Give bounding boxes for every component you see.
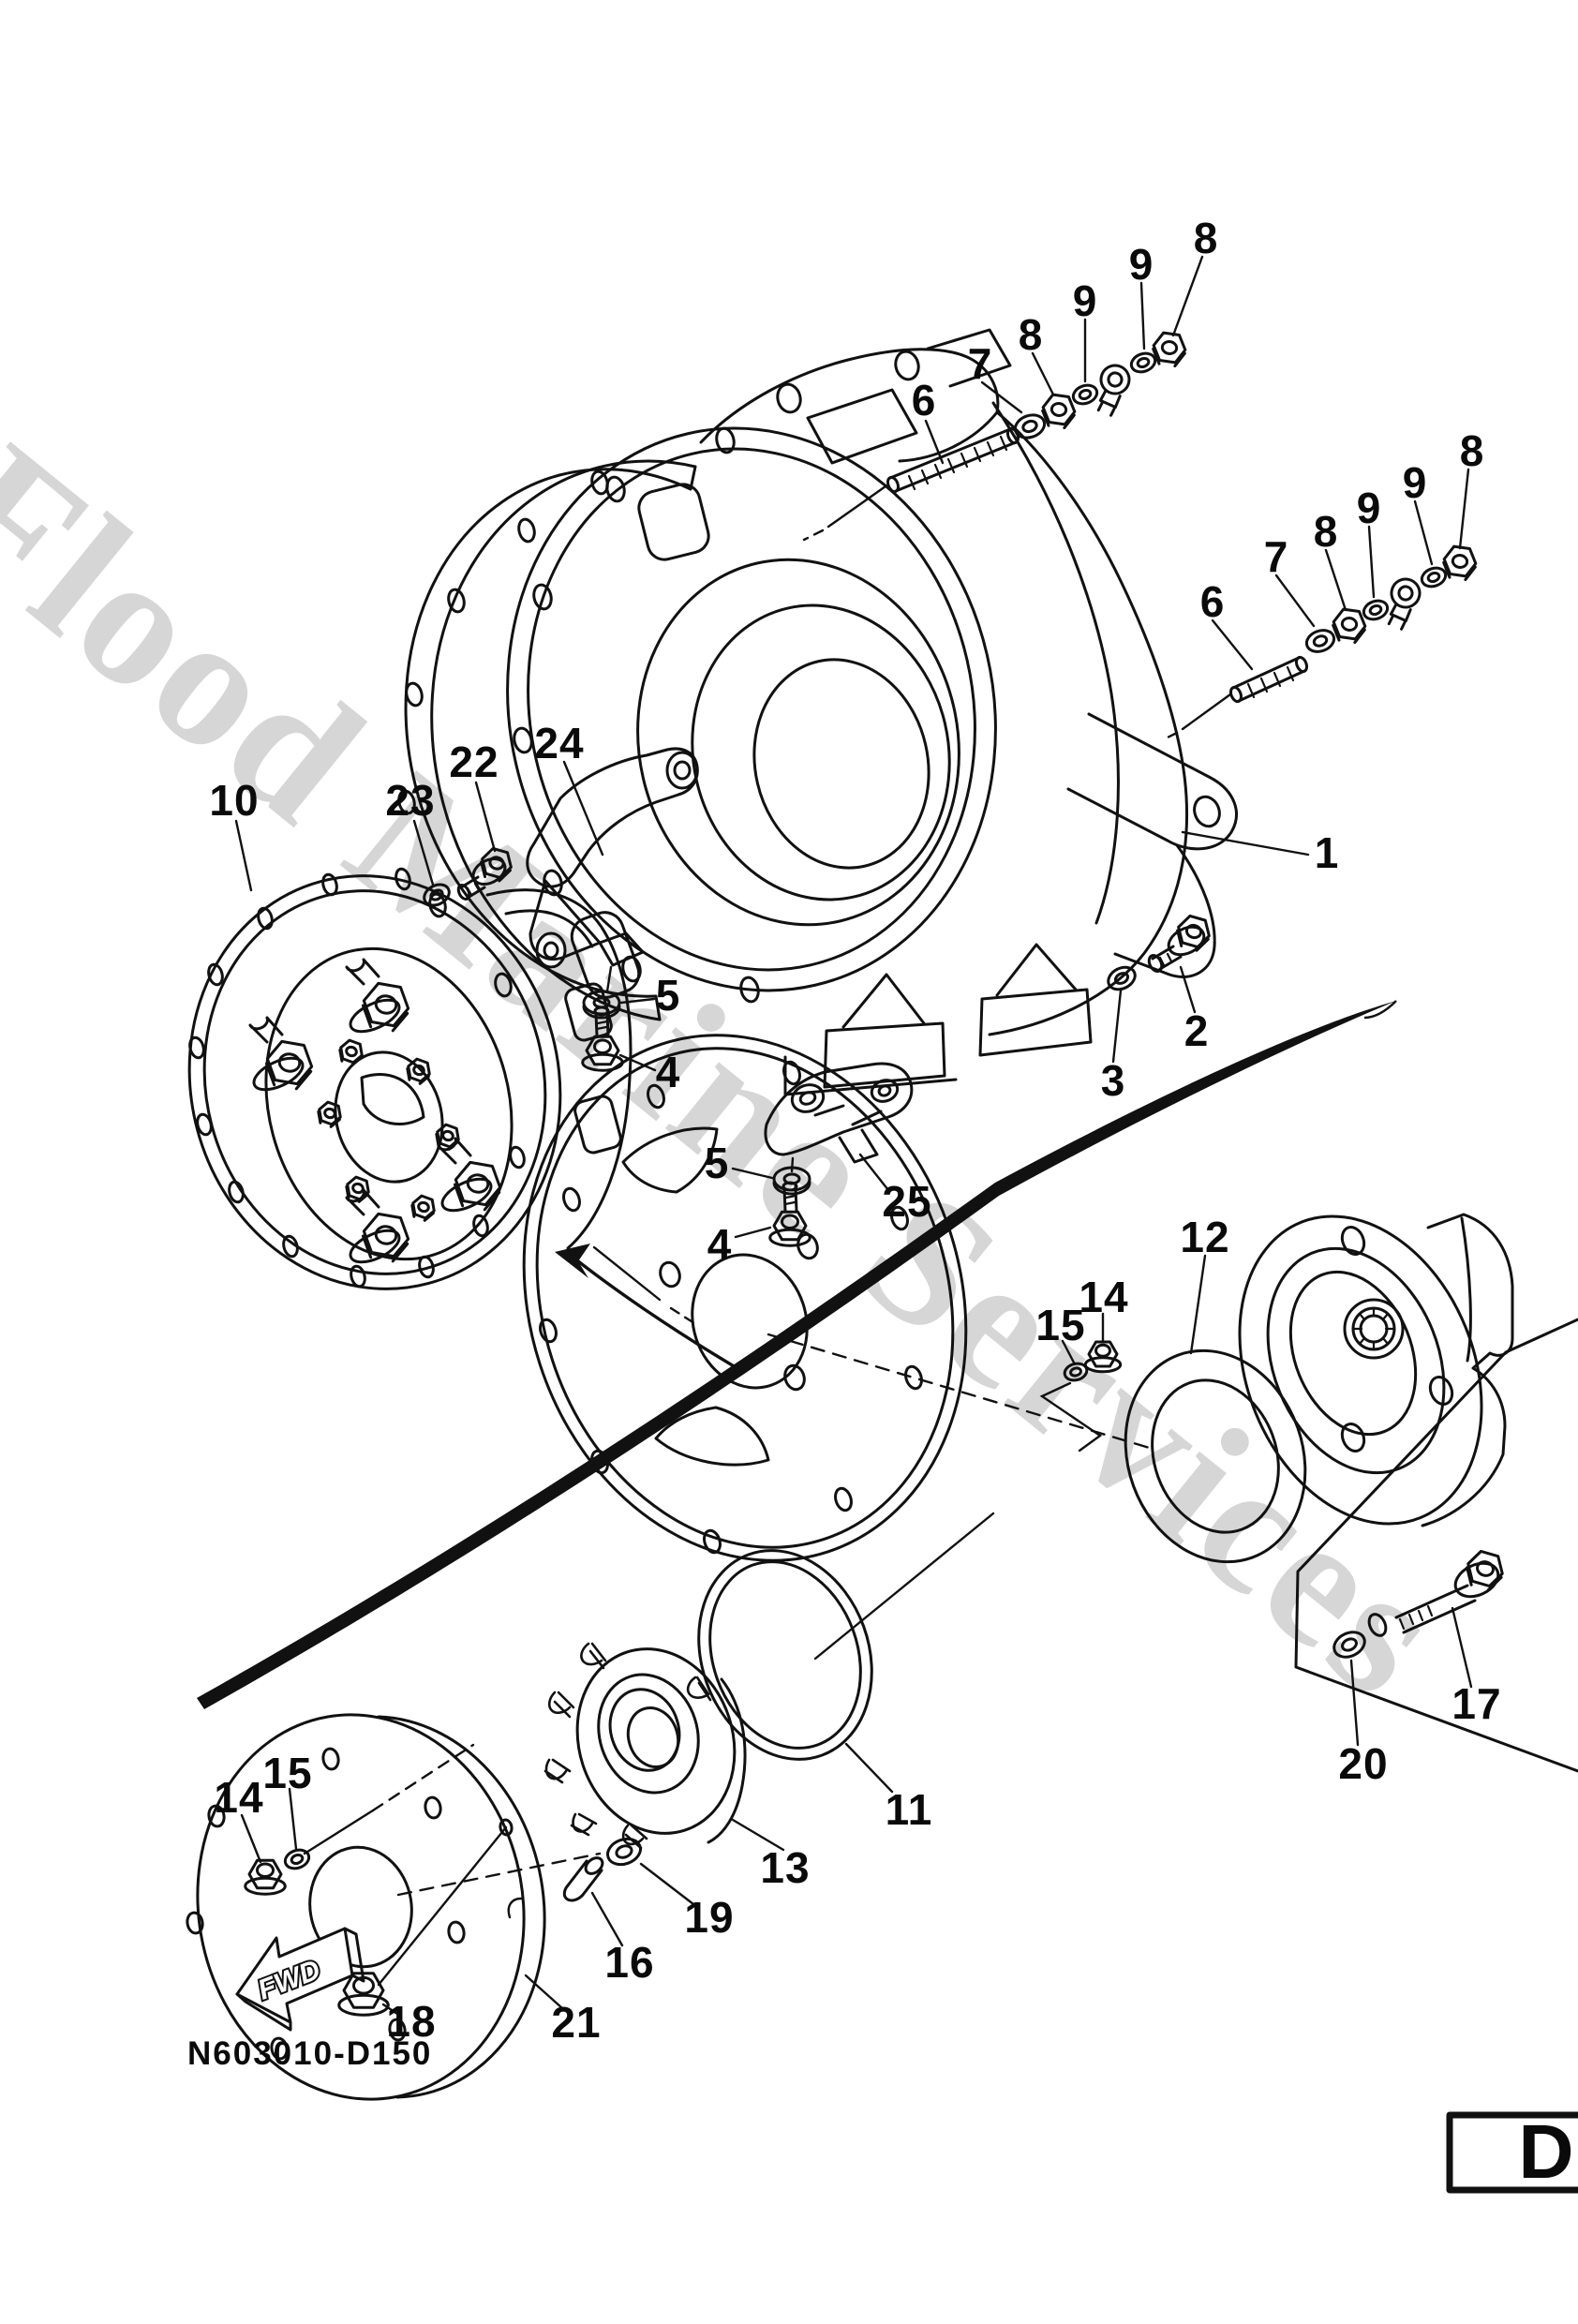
bolt22-washer23 [421,846,514,909]
o-ring-11 [697,1549,873,1761]
callout-10-19: 10 [209,776,260,825]
damper-housing [1238,1213,1514,1527]
bell-housing [506,328,1238,1096]
callout-7-14: 7 [1263,532,1289,581]
callout-9-16: 9 [1356,484,1382,532]
callout-20-36: 20 [1338,1739,1389,1788]
page-letter: D [1518,2109,1573,2195]
callout-1-0: 1 [1314,828,1340,877]
callout-17-35: 17 [1451,1679,1502,1728]
drawing-number: N603010-D150 [187,2035,433,2072]
callout-25-23: 25 [882,1177,932,1226]
callout-5-6: 5 [704,1139,730,1187]
stud-hardware-cluster-upper [886,332,1187,494]
end-plate-21 [186,1713,546,2101]
stud-hardware-cluster-right [1228,545,1478,704]
callout-7-8: 7 [967,339,993,388]
callout-4-3: 4 [655,1048,681,1096]
callout-9-17: 9 [1402,458,1428,507]
coupling-hub-13 [543,1642,747,1850]
callout-15-34: 15 [262,1749,313,1797]
callout-16-30: 16 [604,1938,655,1987]
callout-21-31: 21 [551,1998,602,2047]
callout-6-13: 6 [1199,577,1226,626]
shim-ring-12 [1124,1348,1307,1564]
callout-15-26: 15 [1035,1301,1086,1349]
callout-22-20: 22 [449,737,499,786]
callout-23-21: 23 [385,776,436,825]
callout-3-2: 3 [1100,1056,1126,1105]
callout-13-28: 13 [760,1843,811,1892]
bolt-2-washer-3 [1105,914,1213,993]
callout-14-33: 14 [214,1773,264,1822]
mount-bracket-24 [526,747,699,969]
assembly-direction-arrow [197,1000,1397,1709]
callout-11-27: 11 [885,1785,933,1834]
nut14-washer15-left [246,1847,312,1894]
callout-14-25: 14 [1079,1273,1129,1321]
callout-6-7: 6 [911,376,937,425]
page-letter-box [1446,2111,1578,2194]
washer5-bolt4-left [583,990,623,1070]
drive-coupling-disc [187,867,562,1331]
callout-5-4: 5 [655,971,681,1020]
fwd-arrow [235,1927,365,2032]
callout-4-5: 4 [707,1220,733,1269]
callout-18-32: 18 [386,1997,437,2046]
callout-12-24: 12 [1180,1213,1230,1261]
callout-8-18: 8 [1459,426,1485,475]
bolt17-washer20 [1330,1549,1506,1661]
callout-9-10: 9 [1072,276,1098,325]
callout-19-29: 19 [684,1893,735,1942]
callout-8-12: 8 [1193,214,1219,262]
callout-24-22: 24 [534,719,585,767]
washer19-pin16 [562,1835,644,1902]
mount-bracket-25 [764,1062,914,1164]
callout-9-11: 9 [1128,240,1154,289]
backing-panel [1294,1318,1578,1773]
callout-8-15: 8 [1313,507,1339,556]
callout-8-9: 8 [1018,310,1044,359]
callout-2-1: 2 [1184,1006,1210,1055]
washer5-bolt4-right [770,1166,811,1245]
